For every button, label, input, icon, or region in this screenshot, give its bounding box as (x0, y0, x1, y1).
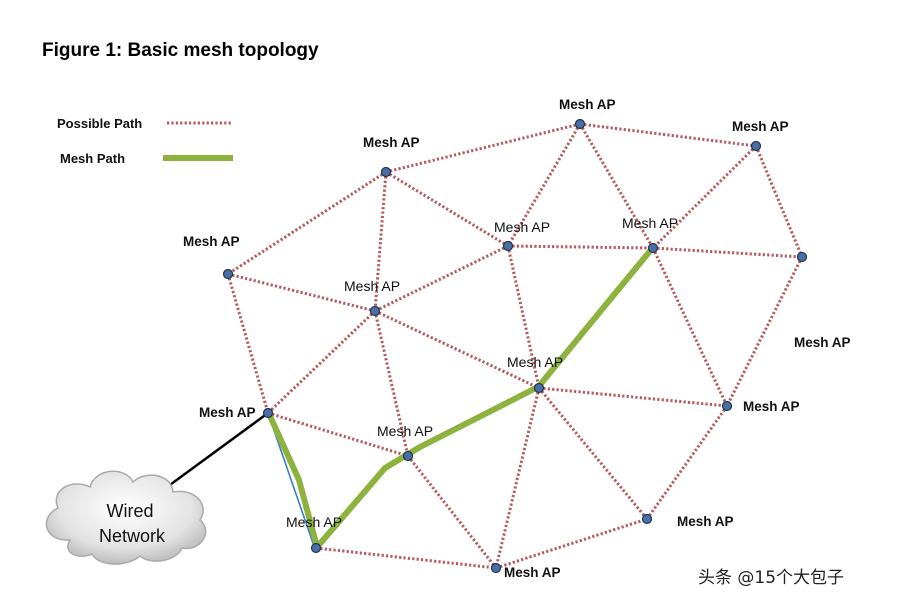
mesh-ap-node (533, 382, 545, 394)
legend-mesh-path-label: Mesh Path (60, 151, 125, 166)
cloud-label-line1: Wired (106, 501, 153, 521)
mesh-ap-node (796, 251, 808, 263)
mesh-ap-node (750, 140, 762, 152)
watermark-text: 头条 @15个大包子 (698, 568, 844, 588)
possible-path (227, 170, 387, 276)
node-label: Mesh AP (504, 565, 561, 580)
mesh-ap-node (502, 240, 514, 252)
possible-path (226, 273, 270, 414)
node-label: Mesh AP (507, 354, 563, 370)
node-label: Mesh AP (677, 514, 734, 529)
node-label: Mesh AP (494, 219, 550, 235)
possible-path (374, 244, 509, 313)
node-label: Mesh AP (622, 215, 678, 231)
mesh-path (267, 413, 319, 546)
cloud-label-line2: Network (99, 526, 166, 546)
possible-path (506, 123, 582, 247)
possible-path (507, 244, 654, 250)
possible-path (651, 144, 758, 250)
possible-path (651, 247, 729, 407)
mesh-ap-node (574, 118, 586, 130)
mesh-ap-node (647, 242, 659, 254)
possible-path (579, 122, 757, 148)
node-label: Mesh AP (743, 399, 800, 414)
possible-path (494, 387, 541, 569)
possible-path (537, 387, 649, 520)
mesh-ap-node (490, 562, 502, 574)
possible-path (406, 455, 498, 569)
possible-path (495, 517, 648, 570)
node-labels: Mesh AP Mesh AP Mesh AP Mesh AP Mesh AP … (183, 97, 851, 580)
possible-path (652, 246, 803, 259)
node-label: Mesh AP (286, 514, 342, 530)
node-label: Mesh AP (377, 423, 433, 439)
cloud-shape (45, 470, 207, 565)
possible-path (266, 309, 377, 415)
possible-path (725, 256, 804, 407)
possible-path (373, 171, 388, 312)
mesh-paths (267, 248, 653, 549)
mesh-ap-node (262, 407, 274, 419)
mesh-ap-node (380, 166, 392, 178)
possible-path (227, 272, 376, 313)
possible-paths (226, 122, 804, 570)
wired-link (162, 411, 269, 492)
mesh-ap-node (222, 268, 234, 280)
mesh-ap-node (641, 513, 653, 525)
mesh-ap-node (402, 450, 414, 462)
legend: Possible Path Mesh Path (57, 116, 233, 166)
wired-network-cloud: Wired Network (45, 470, 207, 565)
possible-path (538, 386, 728, 408)
node-label: Mesh AP (732, 119, 789, 134)
possible-path (754, 145, 804, 258)
mesh-nodes (222, 118, 808, 574)
possible-path (578, 123, 655, 249)
node-label: Mesh AP (794, 335, 851, 350)
legend-possible-path-label: Possible Path (57, 116, 142, 131)
node-label: Mesh AP (183, 234, 240, 249)
node-label: Mesh AP (344, 278, 400, 294)
mesh-path (315, 248, 653, 549)
figure-title: Figure 1: Basic mesh topology (42, 40, 319, 61)
node-label: Mesh AP (363, 135, 420, 150)
node-label: Mesh AP (559, 97, 616, 112)
possible-path (374, 309, 540, 390)
mesh-ap-node (369, 305, 381, 317)
mesh-ap-node (310, 542, 322, 554)
possible-path (385, 170, 509, 248)
possible-path (373, 310, 410, 457)
node-label: Mesh AP (199, 405, 256, 420)
possible-path (315, 546, 497, 570)
mesh-ap-node (721, 400, 733, 412)
possible-path (645, 405, 729, 520)
